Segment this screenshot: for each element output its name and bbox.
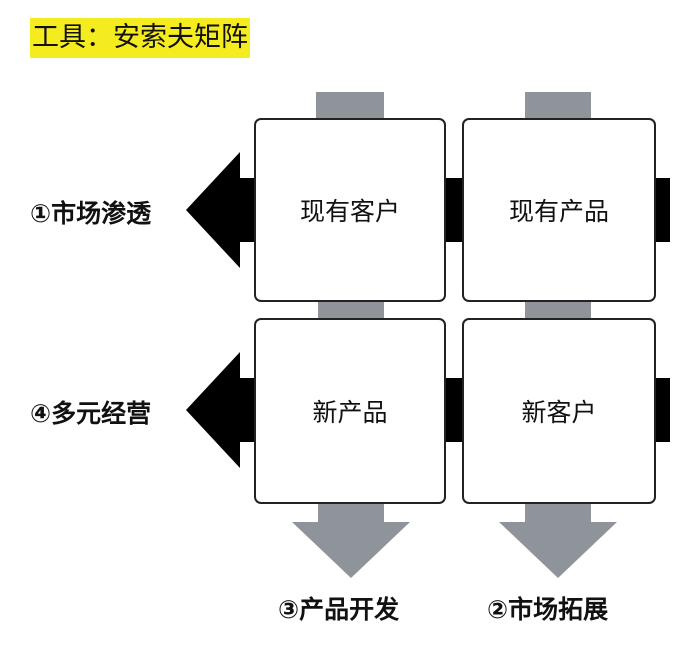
black-stub-right-row1: [652, 178, 670, 242]
label-product-development: ③产品开发: [278, 595, 400, 624]
black-stub-right-row2: [652, 378, 670, 442]
top-stub-right: [525, 92, 591, 122]
cell-existing-customers: 现有客户: [254, 118, 446, 302]
cell-existing-products: 现有产品: [462, 118, 656, 302]
left-arrow-icon-row2: [186, 352, 258, 468]
down-arrow-icon-right: [499, 500, 617, 578]
cell-new-customers: 新客户: [462, 318, 656, 504]
label-diversification: ④多元经营: [30, 399, 152, 428]
page-title: 工具：安索夫矩阵: [30, 18, 250, 58]
left-arrow-icon-row1: [186, 152, 258, 268]
top-stub-left: [316, 92, 384, 122]
label-market-penetration: ①市场渗透: [30, 199, 152, 228]
cell-new-products: 新产品: [254, 318, 446, 504]
label-market-development: ②市场拓展: [487, 595, 609, 624]
down-arrow-icon-left: [292, 500, 410, 578]
